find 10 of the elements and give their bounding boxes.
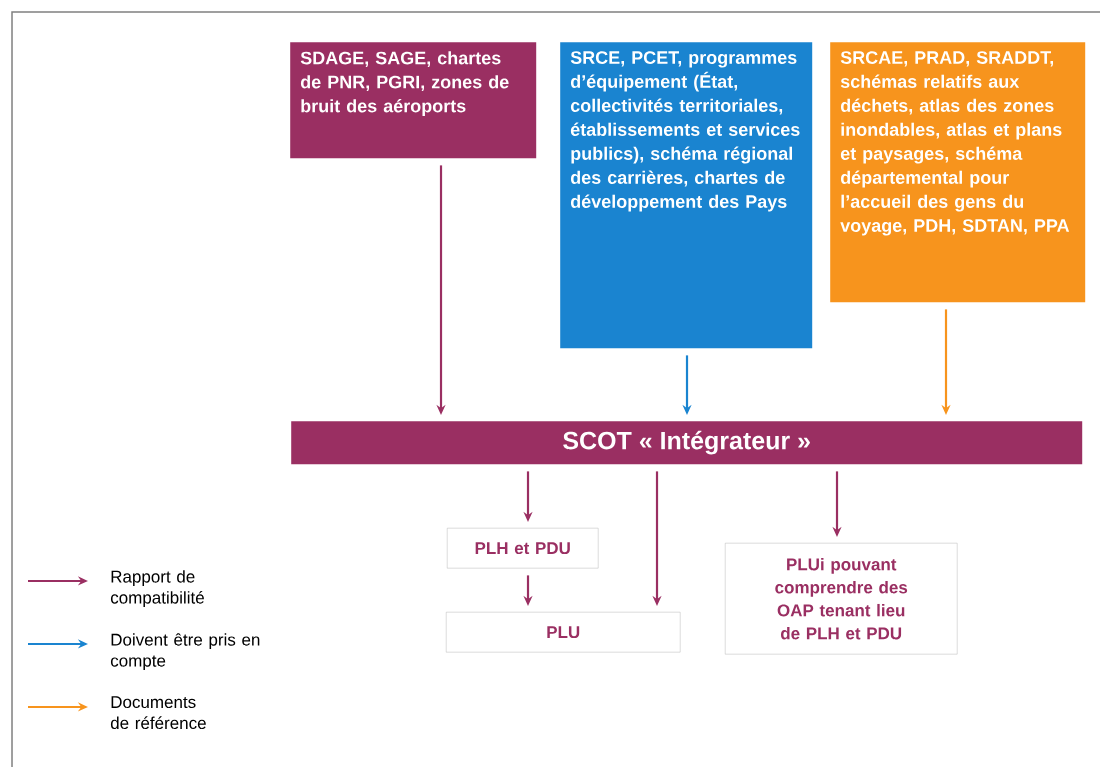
title-bar: SCOT « Intégrateur » (291, 421, 1083, 465)
document-box: SRCAE, PRAD, SRADDT, schémas relatifs aux déchets, atlas des zones inondables, atlas et plans et paysages, schéma départemental pour l’accueil des gens du voyage, PDH, SDTAN, PPA (830, 42, 1086, 303)
document-box: SDAGE, SAGE, chartes de PNR, PGRI, zones de bruit des aéroports (290, 42, 537, 159)
plan-box: PLH et PDU (447, 527, 599, 569)
plan-box: PLU (446, 611, 681, 653)
legend-label: Documents de référence (110, 696, 206, 730)
legend-label: Doivent être pris en compte (110, 633, 260, 671)
document-box: SRCE, PCET, programmes d’équipement (État, collectivités territoriales, établissements et services publics), schéma régional des carrières, chartes de développement des Pays (560, 42, 813, 349)
legend-label: Rapport de compatibilité (110, 570, 204, 608)
plan-box: PLUi pouvant comprendre des OAP tenant lieu de PLH et PDU (725, 543, 958, 655)
